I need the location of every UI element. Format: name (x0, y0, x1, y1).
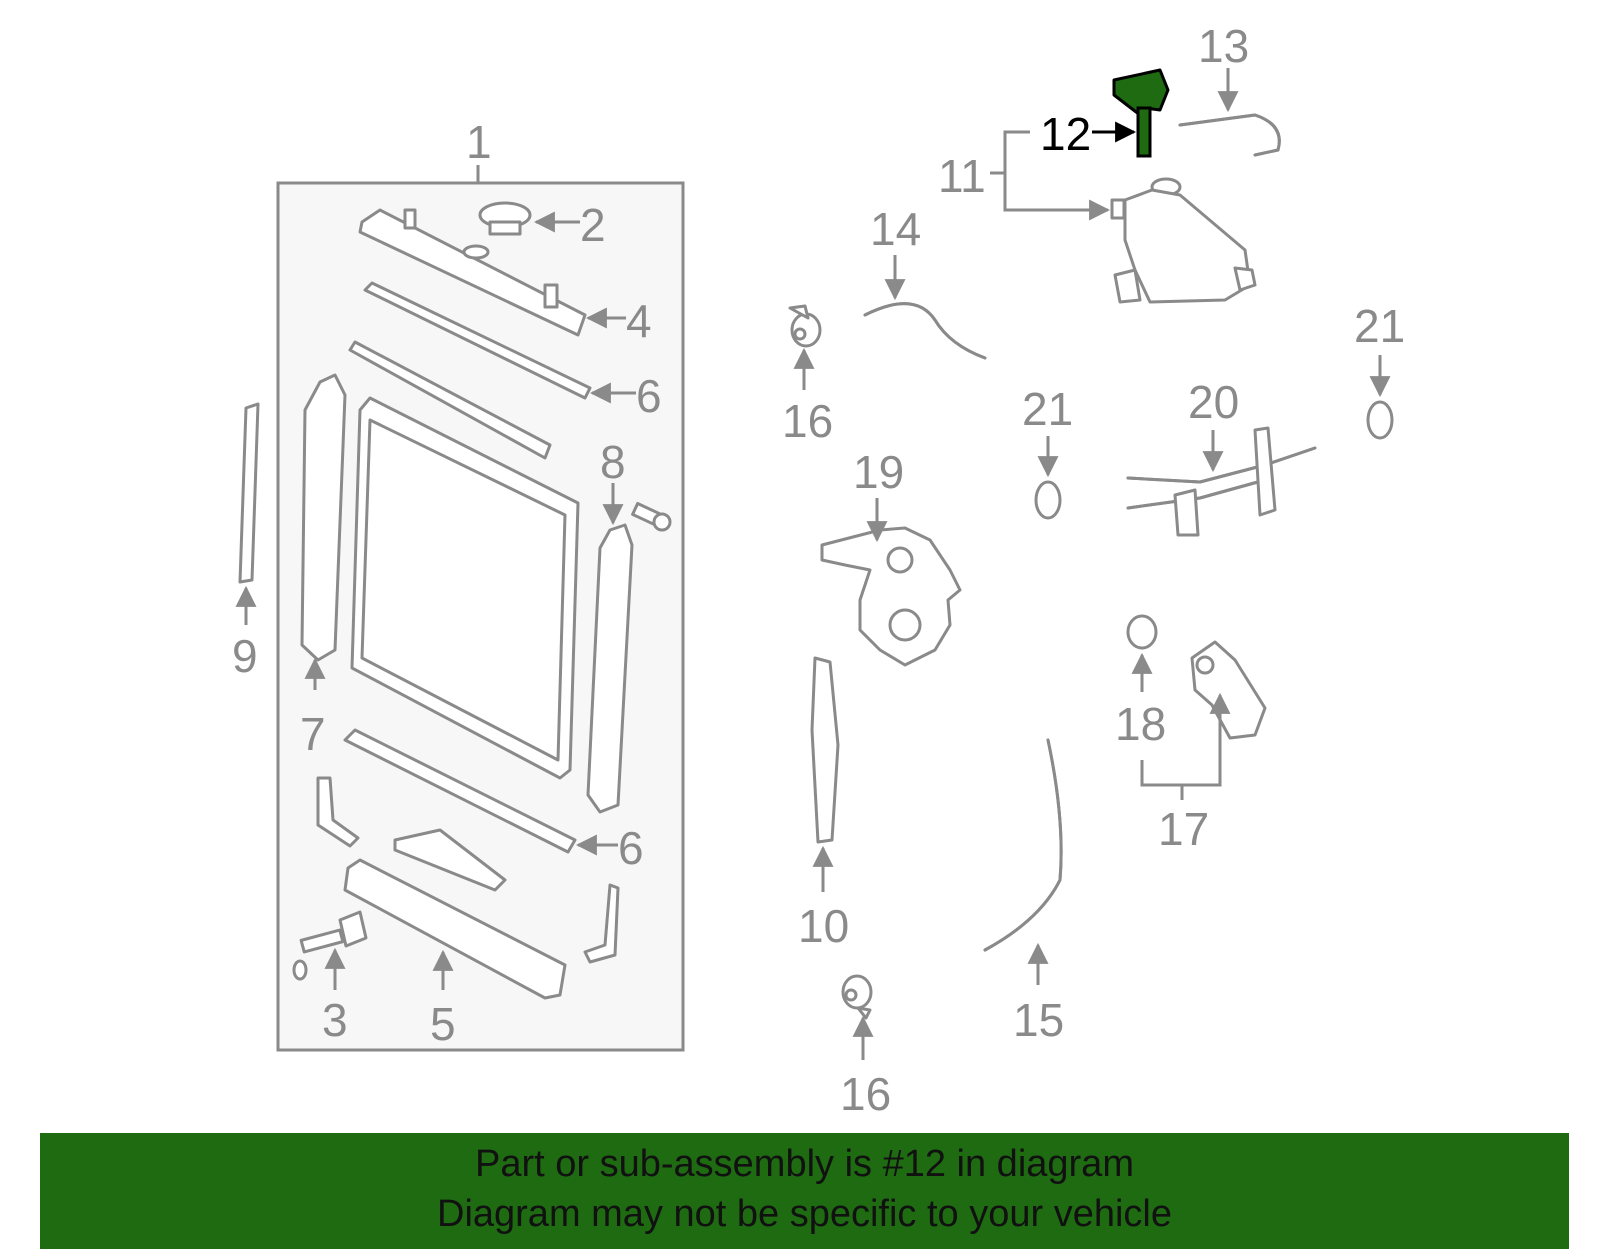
radiator-core[interactable] (350, 396, 580, 780)
label-16a: 16 (782, 395, 833, 447)
part-5-lower-tank[interactable] (343, 858, 567, 1000)
label-7: 7 (300, 708, 326, 760)
label-1: 1 (466, 116, 492, 168)
part-21-right-gasket[interactable] (1366, 400, 1394, 440)
label-17: 17 (1158, 803, 1209, 855)
part-19-water-outlet[interactable] (820, 526, 962, 667)
part-6-lower-seal[interactable] (343, 728, 577, 854)
part-18-gasket[interactable] (1126, 614, 1158, 650)
part-13-hose[interactable] (1178, 113, 1281, 157)
label-2: 2 (580, 199, 606, 251)
part-16-lower-clamp[interactable] (841, 974, 873, 1020)
part-7-left-bracket[interactable] (300, 373, 347, 662)
label-6a: 6 (636, 370, 662, 422)
notice-banner: Part or sub-assembly is #12 in diagram D… (40, 1133, 1569, 1249)
label-8: 8 (600, 436, 626, 488)
label-4: 4 (626, 295, 652, 347)
part-9-seal-strip[interactable] (238, 402, 260, 584)
part-21-left-gasket[interactable] (1034, 480, 1062, 520)
label-13: 13 (1198, 20, 1249, 72)
label-18: 18 (1115, 698, 1166, 750)
part-4-upper-tank[interactable] (358, 208, 587, 337)
part-14-hose[interactable] (863, 302, 987, 360)
part-17-thermostat-housing[interactable] (1190, 640, 1267, 740)
label-10: 10 (798, 900, 849, 952)
part-11-reservoir[interactable] (1110, 177, 1257, 304)
label-16b: 16 (840, 1068, 891, 1120)
part-16-upper-clamp[interactable] (788, 304, 822, 348)
part-10-seal[interactable] (810, 656, 840, 844)
label-19: 19 (853, 446, 904, 498)
label-15: 15 (1013, 994, 1064, 1046)
label-11: 11 (938, 150, 986, 202)
label-5: 5 (430, 998, 456, 1050)
label-3: 3 (322, 994, 348, 1046)
part-20-bypass-pipe[interactable] (1126, 426, 1317, 537)
core-seal-strip (348, 340, 552, 460)
label-20: 20 (1188, 376, 1239, 428)
banner-line-1: Part or sub-assembly is #12 in diagram (475, 1143, 1134, 1185)
lower-left-bracket (316, 776, 360, 848)
part-15-hose[interactable] (983, 738, 1063, 952)
label-12: 12 (1040, 108, 1091, 160)
label-21b: 21 (1354, 300, 1405, 352)
label-9: 9 (232, 630, 258, 682)
label-6b: 6 (618, 822, 644, 874)
part-8-bolt[interactable] (631, 501, 672, 532)
label-21a: 21 (1022, 383, 1073, 435)
lower-right-bracket (583, 883, 620, 964)
lower-mid-bracket (393, 828, 507, 892)
part-2-radiator-cap[interactable] (478, 201, 532, 236)
part-8-right-bracket[interactable] (586, 523, 634, 814)
banner-line-2: Diagram may not be specific to your vehi… (437, 1193, 1172, 1235)
part-3-drain-plug[interactable] (292, 910, 368, 981)
part-12-reservoir-cap[interactable] (1112, 68, 1170, 158)
label-14: 14 (870, 203, 921, 255)
